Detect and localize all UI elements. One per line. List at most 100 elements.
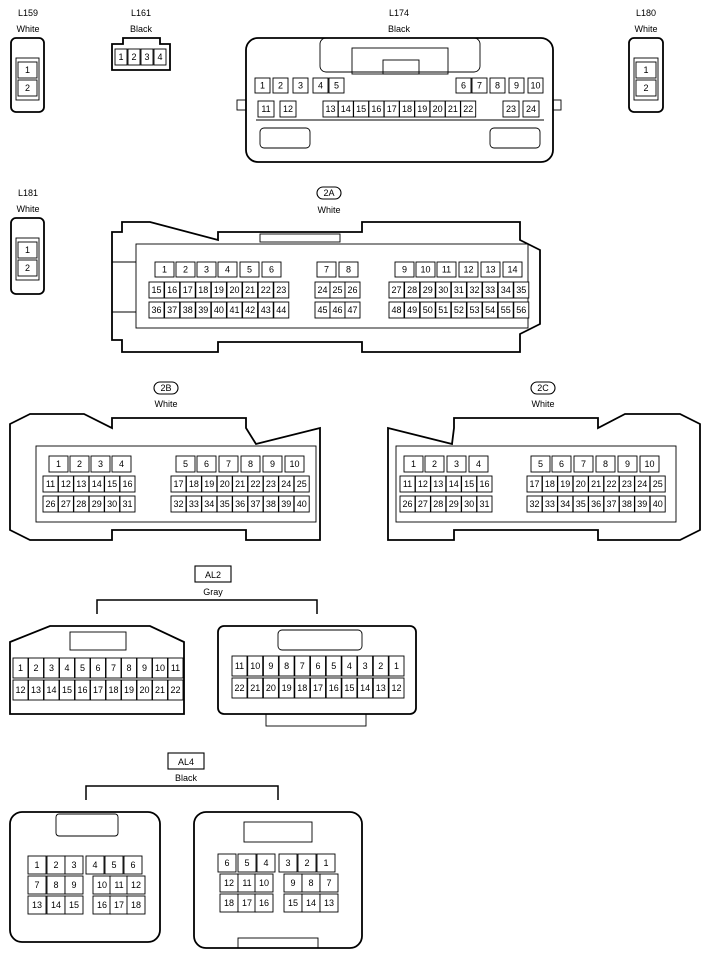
connector-L161-color: Black (130, 24, 153, 34)
pin-number: 27 (391, 285, 401, 295)
connector-L159-pins: 12 (17, 61, 38, 97)
pin-number: 15 (151, 285, 161, 295)
pin-number: 12 (131, 880, 141, 890)
pin-number: 39 (198, 305, 208, 315)
pin-number: 11 (235, 661, 244, 671)
pin-number: 28 (407, 285, 417, 295)
connector-AL2-color: Gray (203, 587, 223, 597)
pin-cell (254, 77, 271, 94)
pin-cell (527, 77, 544, 94)
pin-number: 15 (288, 898, 298, 908)
pin-number: 17 (93, 685, 103, 695)
pin-cell (403, 455, 424, 473)
connector-AL4-right-latch (243, 821, 313, 843)
connector-L161-code: L161 (131, 8, 151, 18)
pin-number: 14 (449, 479, 459, 489)
pin-cell (294, 677, 311, 699)
pin-cell (136, 679, 153, 701)
pin-number: 19 (282, 683, 292, 693)
pin-cell (310, 677, 326, 699)
pin-number: 15 (62, 685, 72, 695)
pin-cell (388, 281, 405, 299)
pin-number: 27 (418, 499, 428, 509)
pin-number: 11 (403, 479, 412, 489)
pin-cell (415, 261, 436, 278)
pin-cell (513, 301, 530, 319)
pin-cell (217, 261, 238, 278)
pin-cell (148, 281, 165, 299)
pin-cell (12, 657, 29, 679)
pin-number: 35 (576, 499, 586, 509)
pin-number: 27 (61, 499, 71, 509)
pin-number: 48 (391, 305, 401, 315)
pin-number: 18 (198, 285, 208, 295)
pin-number: 21 (250, 683, 260, 693)
pin-cell (152, 657, 168, 679)
pin-number: 17 (529, 479, 539, 489)
pin-number: 49 (407, 305, 417, 315)
pin-number: 10 (289, 459, 299, 469)
pin-cell (344, 301, 361, 319)
pin-number: 16 (122, 479, 132, 489)
pin-number: 3 (285, 858, 290, 868)
connector-AL4-bracket (85, 785, 279, 800)
pin-cell (164, 301, 181, 319)
pin-cell (226, 301, 243, 319)
pin-cell (424, 455, 445, 473)
pin-cell (256, 853, 276, 873)
pin-number: 3 (363, 661, 368, 671)
pin-number: 10 (530, 81, 540, 91)
pin-cell (278, 853, 298, 873)
pin-number: 8 (53, 880, 58, 890)
pin-number: 4 (476, 459, 481, 469)
pin-number: 13 (433, 479, 443, 489)
pin-number: 4 (225, 265, 230, 275)
pin-number: 38 (622, 499, 632, 509)
pin-cell (27, 875, 47, 895)
pin-cell (48, 455, 69, 473)
pin-number: 8 (495, 81, 500, 91)
pin-number: 21 (155, 685, 165, 695)
pin-number: 1 (25, 245, 30, 255)
connector-AL4-right-foot (237, 937, 319, 949)
pin-number: 8 (603, 459, 608, 469)
pin-number: 20 (220, 479, 230, 489)
pin-cell (530, 455, 551, 473)
pin-number: 5 (538, 459, 543, 469)
connector-AL4-code: AL4 (178, 757, 194, 767)
pin-number: 19 (417, 104, 427, 114)
pin-cell (179, 301, 196, 319)
pin-cell (164, 281, 181, 299)
pin-cell (635, 79, 657, 97)
pin-cell (121, 679, 137, 701)
pin-number: 17 (114, 900, 124, 910)
connector-L174-foot-right (489, 127, 541, 149)
pin-cell (85, 855, 105, 875)
pin-number: 2 (33, 663, 38, 673)
pin-number: 51 (438, 305, 448, 315)
pin-number: 26 (347, 285, 357, 295)
pin-cell (273, 301, 290, 319)
pin-cell (419, 301, 436, 319)
connector-L180-pins: 12 (635, 61, 657, 97)
pin-number: 3 (49, 663, 54, 673)
pin-number: 22 (261, 285, 271, 295)
pin-number: 13 (31, 685, 41, 695)
pin-cell (28, 679, 44, 701)
pin-number: 53 (469, 305, 479, 315)
pin-cell (458, 261, 479, 278)
pin-number: 33 (485, 285, 495, 295)
connector-AL2-right-foot (265, 713, 367, 727)
pin-cell (466, 301, 483, 319)
connector-2A-badge (316, 186, 342, 200)
pin-number: 30 (438, 285, 448, 295)
pin-number: 18 (131, 900, 141, 910)
pin-number: 7 (226, 459, 231, 469)
pin-cell (341, 655, 358, 677)
pin-cell (551, 455, 572, 473)
connector-L174-foot-left (259, 127, 311, 149)
pin-number: 46 (332, 305, 342, 315)
